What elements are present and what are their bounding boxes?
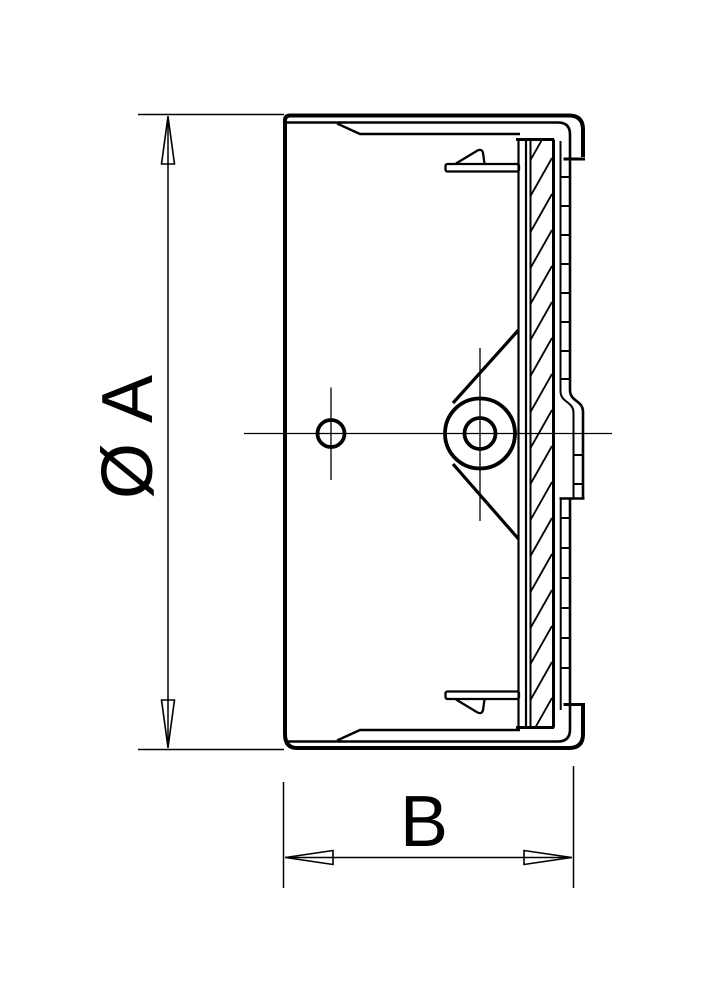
dim-b-label: B xyxy=(400,782,448,862)
hatch-line xyxy=(529,301,553,341)
hatch-line xyxy=(529,661,553,701)
inner-skin-bottom xyxy=(285,498,572,743)
dimension-a xyxy=(138,113,284,751)
hatch-line xyxy=(529,193,553,233)
hatch-line xyxy=(529,265,553,305)
hatch-line xyxy=(529,337,553,377)
hatch-line xyxy=(529,229,553,269)
hatch-line xyxy=(529,517,553,557)
mounting-tabs xyxy=(444,148,521,715)
dim-a-arrow-up xyxy=(160,116,176,165)
hatch-line xyxy=(529,140,543,161)
hatch-line xyxy=(529,553,553,593)
hatch-line xyxy=(529,625,553,665)
ladder-ticks xyxy=(560,176,583,669)
hatch-line xyxy=(529,445,553,485)
hatch-line xyxy=(529,373,553,413)
hatch-lines xyxy=(529,140,553,727)
hatch-line xyxy=(529,589,553,629)
boss-lower-cone-line xyxy=(451,462,520,541)
hatch-band xyxy=(516,138,555,729)
top-tab-bar xyxy=(444,162,521,173)
dim-b-arrow-left xyxy=(285,849,334,866)
dim-a-label: Ø A xyxy=(88,373,168,499)
bottom-tab-bar xyxy=(444,690,521,701)
outer-shell-line xyxy=(283,113,585,750)
inner-shelf-bottom xyxy=(336,728,520,742)
hatch-line xyxy=(529,157,553,197)
hatch-line xyxy=(529,409,553,449)
inner-skin-top xyxy=(285,121,585,498)
ladder-inner-line xyxy=(559,141,575,710)
top-tab-barb xyxy=(455,148,486,165)
hatch-line xyxy=(534,697,553,727)
boss-upper-cone-line xyxy=(451,328,520,405)
bottom-tab-barb xyxy=(455,698,486,715)
center-boss xyxy=(315,328,520,541)
center-lines xyxy=(244,348,612,521)
part-outline xyxy=(283,113,585,750)
hatch-line xyxy=(529,481,553,521)
dim-b-arrow-right xyxy=(523,849,572,866)
ladder-band xyxy=(559,141,585,710)
dim-a-arrow-down xyxy=(160,699,176,748)
dimension-b xyxy=(282,766,575,888)
inner-shelf-top xyxy=(336,122,520,136)
